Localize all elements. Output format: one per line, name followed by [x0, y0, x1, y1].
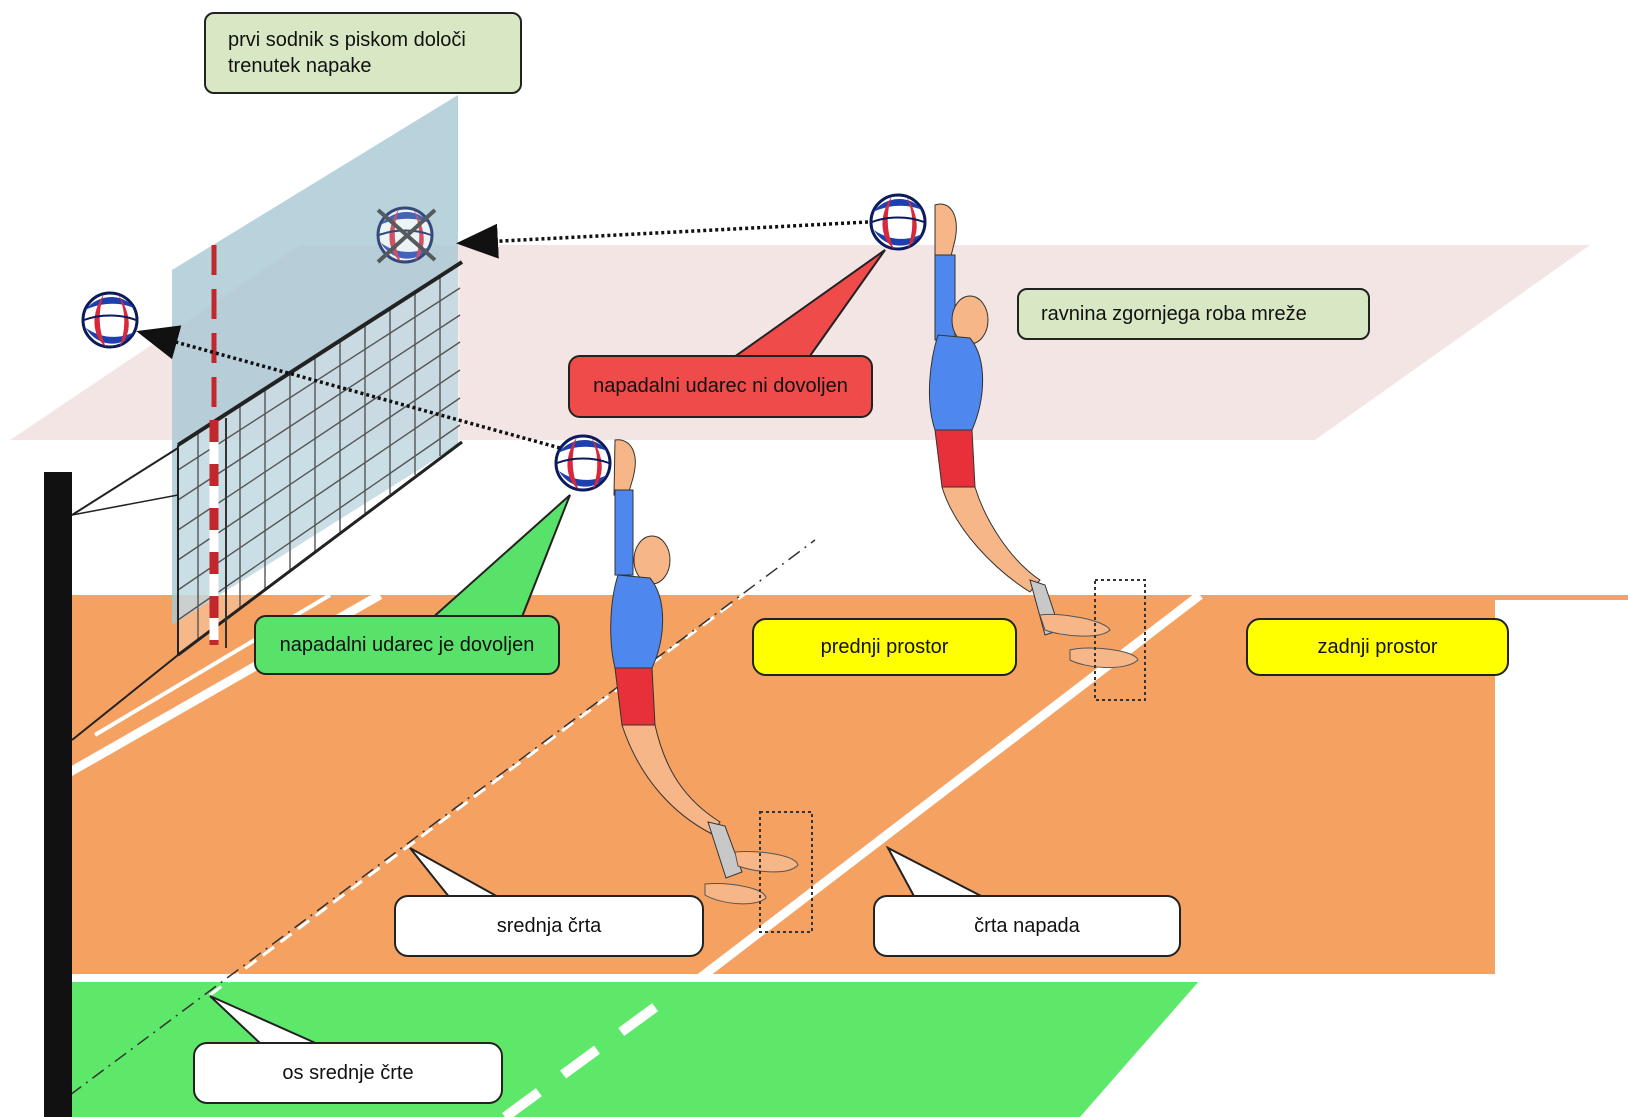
center-axis-text: os srednje črte	[282, 1061, 414, 1084]
volleyball-icon	[81, 291, 139, 349]
player-front	[610, 439, 813, 933]
allowed-callout: napadalni udarec je dovoljen	[254, 615, 560, 675]
center-line-callout: srednja črta	[394, 895, 704, 957]
first-referee-note: prvi sodnik s piskom določi trenutek nap…	[204, 12, 522, 94]
not-allowed-callout: napadalni udarec ni dovoljen	[568, 355, 873, 418]
attack-line-text: črta napada	[974, 914, 1080, 937]
net-plane-note: ravnina zgornjega roba mreže	[1017, 288, 1370, 340]
crossed-ball-icon	[376, 206, 437, 264]
front-zone-label: prednji prostor	[752, 618, 1017, 676]
back-zone-label: zadnji prostor	[1246, 618, 1509, 676]
center-line-text: srednja črta	[496, 914, 602, 937]
front-zone-text: prednji prostor	[820, 635, 949, 658]
first-referee-text: prvi sodnik s piskom določi trenutek nap…	[228, 29, 466, 77]
net-post	[44, 472, 72, 1117]
back-zone-text: zadnji prostor	[1317, 635, 1438, 658]
arrow-left-icon	[456, 220, 869, 259]
not-allowed-text: napadalni udarec ni dovoljen	[593, 375, 848, 397]
volleyball-icon	[869, 193, 927, 251]
center-line	[209, 543, 811, 997]
right-edge-white	[1495, 600, 1628, 1117]
arrow-left-icon	[136, 325, 561, 450]
attack-line-callout: črta napada	[873, 895, 1181, 957]
player-back	[928, 203, 1146, 701]
free-zone-dashes	[502, 995, 668, 1117]
net-plane-text: ravnina zgornjega roba mreže	[1041, 303, 1307, 325]
volleyball-icon	[554, 434, 612, 492]
allowed-text: napadalni udarec je dovoljen	[279, 633, 535, 656]
center-axis-callout: os srednje črte	[193, 1042, 503, 1104]
